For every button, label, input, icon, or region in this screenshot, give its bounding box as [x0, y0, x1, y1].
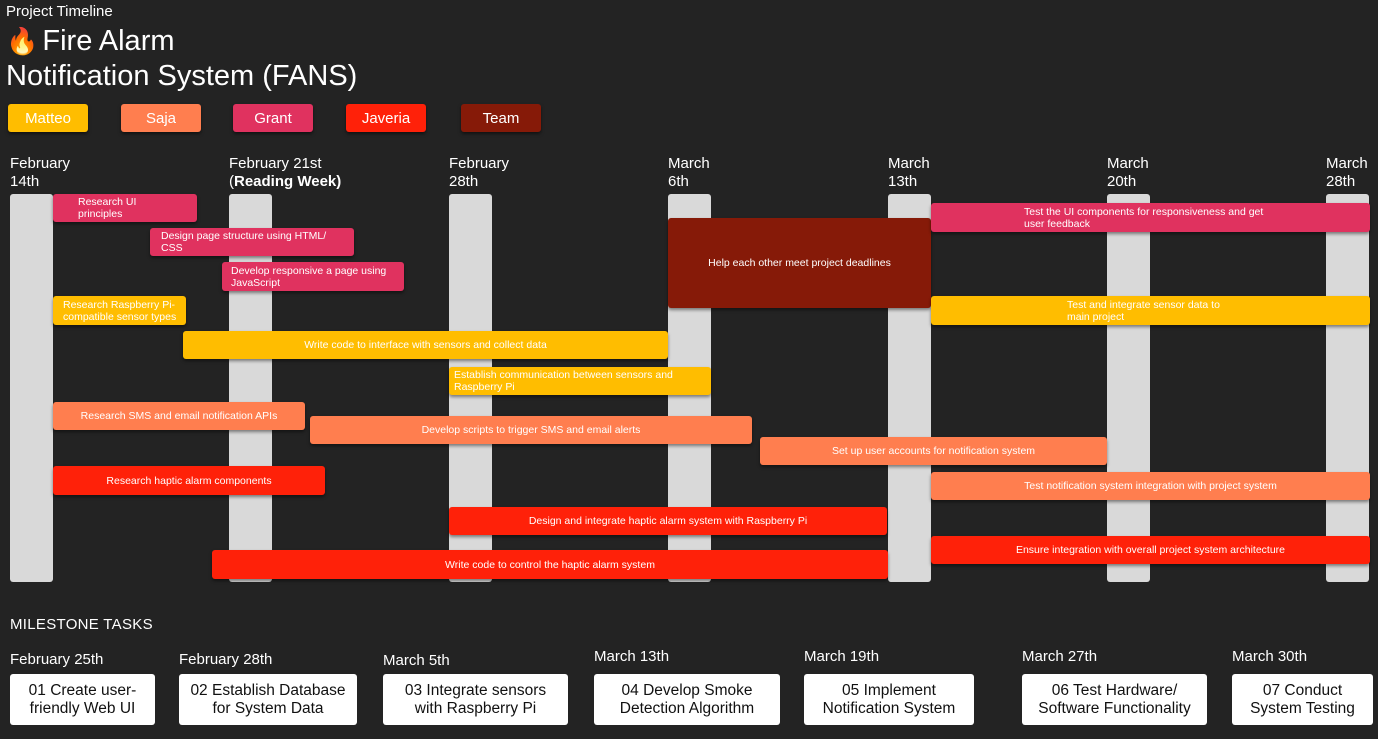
- week-bar-1: [10, 194, 53, 582]
- legend-label: Grant: [254, 109, 292, 127]
- week-bar-6: [1107, 194, 1150, 582]
- task-research-sensor-types[interactable]: Research Raspberry Pi-compatible sensor …: [53, 296, 186, 325]
- title-line-1: Fire Alarm: [42, 25, 175, 57]
- legend-team: Team: [461, 104, 541, 132]
- legend-saja: Saja: [121, 104, 201, 132]
- week-bar-2: [229, 194, 272, 582]
- task-establish-communication[interactable]: Establish communication between sensors …: [449, 367, 711, 395]
- week-bar-7: [1326, 194, 1369, 582]
- page-title: 🔥Fire Alarm Notification System (FANS): [6, 24, 357, 94]
- week-label-2: February 21st(Reading Week): [229, 155, 342, 190]
- legend-label: Matteo: [25, 109, 71, 127]
- task-team-help[interactable]: Help each other meet project deadlines: [668, 218, 931, 308]
- milestone-card-5[interactable]: 05 Implement Notification System: [804, 674, 974, 725]
- milestone-date-4: March 13th: [594, 648, 670, 665]
- task-integrate-haptic[interactable]: Design and integrate haptic alarm system…: [449, 507, 887, 535]
- milestone-card-7[interactable]: 07 Conduct System Testing: [1232, 674, 1373, 725]
- legend-label: Saja: [145, 109, 177, 127]
- milestone-card-6[interactable]: 06 Test Hardware/ Software Functionality: [1022, 674, 1207, 725]
- milestone-date-5: March 19th: [804, 648, 880, 665]
- title-line-2: Notification System (FANS): [6, 60, 358, 92]
- milestone-date-7: March 30th: [1232, 648, 1308, 665]
- milestone-date-3: March 5th: [383, 652, 450, 669]
- legend-grant: Grant: [233, 104, 313, 132]
- task-research-sms-api[interactable]: Research SMS and email notification APIs: [53, 402, 305, 430]
- milestone-card-3[interactable]: 03 Integrate sensors with Raspberry Pi: [383, 674, 568, 725]
- task-design-page-structure[interactable]: Design page structure using HTML/ CSS: [150, 228, 354, 256]
- fire-icon: 🔥: [6, 26, 39, 56]
- legend-label: Javeria: [361, 109, 411, 127]
- legend-label: Team: [482, 109, 520, 127]
- legend-javeria: Javeria: [346, 104, 426, 132]
- task-ensure-integration[interactable]: Ensure integration with overall project …: [931, 536, 1370, 564]
- task-research-ui[interactable]: Research UI principles: [53, 194, 197, 222]
- task-develop-responsive-page[interactable]: Develop responsive a page using JavaScri…: [222, 262, 404, 291]
- milestone-date-6: March 27th: [1022, 648, 1098, 665]
- page-subtitle: Project Timeline: [6, 3, 113, 20]
- task-develop-alert-scripts[interactable]: Develop scripts to trigger SMS and email…: [310, 416, 752, 444]
- task-write-sensor-code[interactable]: Write code to interface with sensors and…: [183, 331, 668, 359]
- task-test-sensor-data[interactable]: Test and integrate sensor data to main p…: [931, 296, 1370, 325]
- milestone-header: MILESTONE TASKS: [10, 616, 153, 633]
- milestone-card-1[interactable]: 01 Create user-friendly Web UI: [10, 674, 155, 725]
- milestone-date-2: February 28th: [179, 651, 273, 668]
- milestone-card-2[interactable]: 02 Establish Database for System Data: [179, 674, 357, 725]
- milestone-card-4[interactable]: 04 Develop Smoke Detection Algorithm: [594, 674, 780, 725]
- task-haptic-code[interactable]: Write code to control the haptic alarm s…: [212, 550, 888, 579]
- milestone-date-1: February 25th: [10, 651, 104, 668]
- legend-matteo: Matteo: [8, 104, 88, 132]
- task-user-accounts[interactable]: Set up user accounts for notification sy…: [760, 437, 1107, 465]
- task-test-ui[interactable]: Test the UI components for responsivenes…: [931, 203, 1370, 232]
- task-research-haptic[interactable]: Research haptic alarm components: [53, 466, 325, 495]
- task-test-notification[interactable]: Test notification system integration wit…: [931, 472, 1370, 500]
